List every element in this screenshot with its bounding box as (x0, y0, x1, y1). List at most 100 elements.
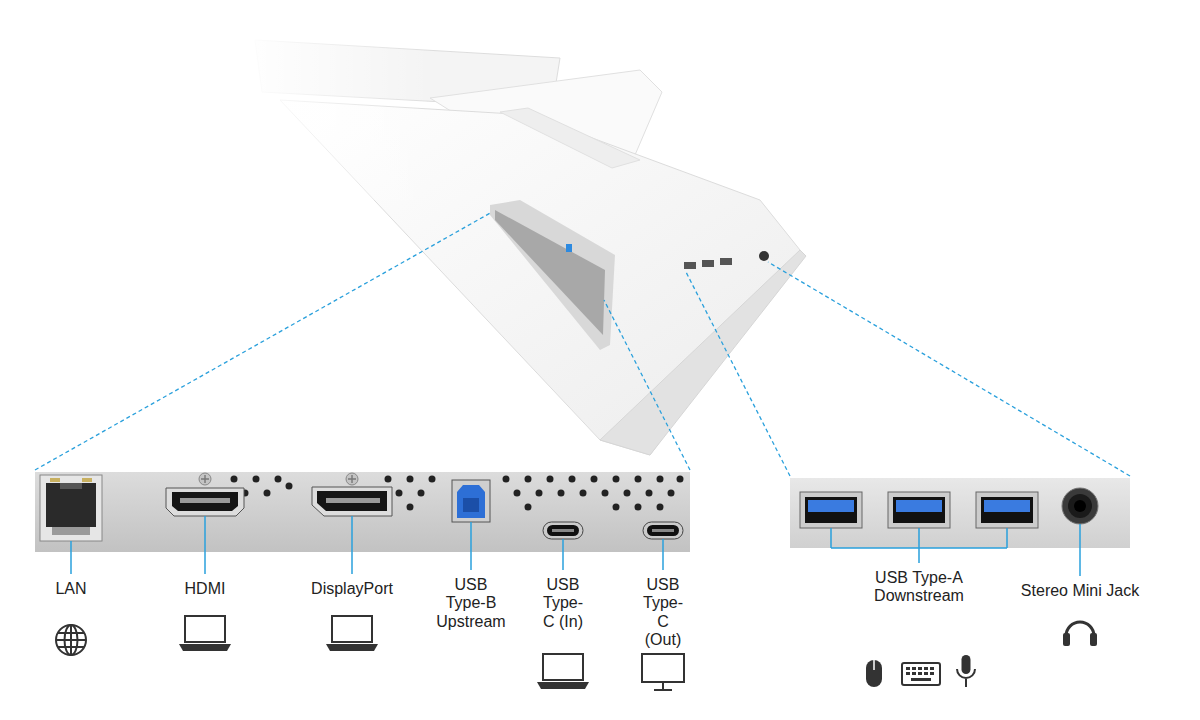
port-label: LAN (55, 580, 86, 598)
lan-port (60, 483, 82, 489)
microphone-icon (962, 655, 971, 674)
leader-line (351, 516, 353, 574)
vent-hole (558, 490, 565, 497)
zoom-line (604, 300, 690, 470)
vent-hole (646, 490, 653, 497)
laptop-icon (543, 654, 583, 680)
monitor-body (495, 210, 605, 335)
usb-a-port (800, 492, 1038, 528)
vent-hole (253, 476, 260, 483)
vent-hole (429, 476, 436, 483)
displayport-port (346, 473, 358, 485)
laptop-icon (179, 644, 231, 651)
monitor-icon (642, 654, 684, 690)
vent-hole (536, 490, 543, 497)
mouse-icon (873, 660, 875, 670)
lan-port (46, 483, 96, 527)
vent-hole (635, 504, 642, 511)
port-label: Stereo Mini Jack (1021, 582, 1139, 600)
keyboard-icon (930, 672, 934, 675)
headphone-icon (1066, 622, 1094, 636)
vent-hole (677, 476, 684, 483)
mouse-icon (866, 660, 882, 687)
audio-jack (1068, 494, 1092, 518)
audio-jack (1062, 488, 1098, 524)
laptop-icon (326, 644, 378, 651)
hdmi-port (166, 488, 244, 516)
microphone-icon (957, 655, 975, 687)
vent-hole (418, 490, 425, 497)
usb-a-port (893, 497, 945, 523)
vent-hole (231, 476, 238, 483)
mouse-icon (866, 660, 882, 687)
zoom-line (768, 262, 1130, 476)
zoom-line (686, 272, 790, 476)
usb-b-port (452, 480, 490, 522)
leader-line (662, 539, 664, 570)
hdmi-port (199, 473, 211, 485)
displayport-port (317, 491, 387, 511)
globe-icon (56, 625, 86, 655)
vent-hole (525, 476, 532, 483)
keyboard-icon (906, 672, 910, 675)
vent-hole (580, 490, 587, 497)
keyboard-icon (902, 663, 940, 685)
vent-hole (264, 490, 271, 497)
usb-b-port (457, 485, 485, 518)
lan-port (40, 475, 102, 541)
leader-line (470, 522, 472, 570)
audio-jack (1074, 500, 1086, 512)
usb-a-port (984, 500, 1030, 512)
headphone-icon (1090, 633, 1097, 646)
keyboard-icon (918, 667, 922, 670)
headphone-icon (1063, 633, 1070, 646)
vent-hole (547, 476, 554, 483)
hdmi-port (172, 492, 238, 511)
monitor-body (240, 0, 806, 455)
monitor-body (600, 250, 806, 455)
displayport-port (312, 473, 392, 516)
leader-line (71, 516, 1080, 576)
usb-c-port (643, 522, 683, 539)
monitor-body (720, 258, 732, 265)
keyboard-icon (906, 667, 934, 681)
hdmi-port (180, 498, 230, 503)
lan-port (40, 475, 102, 541)
usb-a-port (896, 500, 942, 512)
keyboard-icon (930, 667, 934, 670)
vent-hole (569, 476, 576, 483)
usb-b-port (463, 498, 479, 512)
keyboard-icon (912, 672, 916, 675)
port-label: USB Type-A Downstream (874, 569, 964, 606)
lan-port (52, 527, 90, 535)
usb-a-port (800, 492, 862, 528)
laptop-icon (537, 682, 589, 689)
audio-jack (1062, 488, 1098, 524)
port-panel (35, 472, 690, 552)
vent-hole (275, 476, 282, 483)
monitor-icon (642, 654, 684, 682)
port-label: USB Type-C (In) (543, 576, 583, 631)
monitor-body (490, 200, 615, 350)
port-label: USB Type-C (Out) (643, 576, 683, 650)
port-panel (35, 472, 690, 552)
keyboard-icon (912, 667, 916, 670)
headphone-icon (1063, 622, 1097, 646)
zoom-line (35, 212, 492, 470)
leader-line (562, 539, 564, 570)
keyboard-icon (924, 667, 928, 670)
hdmi-port (166, 473, 244, 516)
vent-hole (503, 476, 510, 483)
vent-hole (602, 490, 609, 497)
usb-a-port (805, 497, 857, 523)
usb-a-port (808, 500, 854, 512)
port-panel (790, 478, 1130, 548)
keyboard-icon (911, 678, 931, 681)
keyboard-icon (906, 667, 910, 670)
leader-line (1079, 524, 1081, 576)
displayport-port (348, 475, 356, 483)
usb-c-port (543, 522, 683, 539)
lan-port (82, 478, 92, 482)
keyboard-icon (902, 663, 940, 685)
